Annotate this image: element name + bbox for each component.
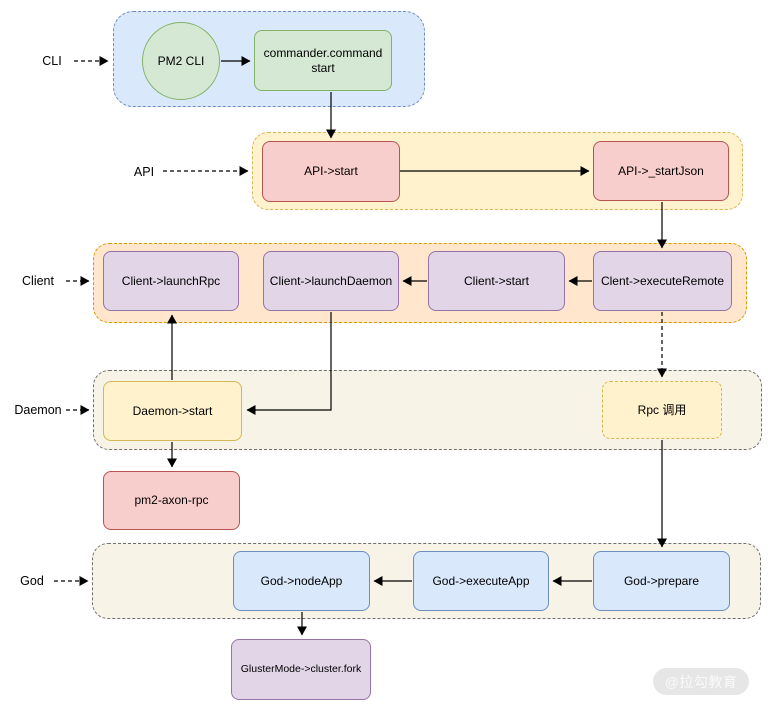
node-api-startjson: API->_startJson <box>593 141 729 201</box>
node-glustermode-cluster-fork: GlusterMode->cluster.fork <box>231 639 371 700</box>
lane-label-api: API <box>133 165 155 179</box>
node-client-launchrpc: Client->launchRpc <box>103 251 239 311</box>
node-god-prepare: God->prepare <box>593 551 730 611</box>
node-daemon-start: Daemon->start <box>103 381 242 441</box>
node-client-start: Client->start <box>428 251 565 311</box>
lane-label-daemon: Daemon <box>14 403 62 417</box>
node-rpc-call: Rpc 调用 <box>602 381 722 439</box>
node-commander-command-start: commander.command start <box>254 30 392 91</box>
node-god-nodeapp: God->nodeApp <box>233 551 370 611</box>
watermark-badge: @拉勾教育 <box>653 668 749 695</box>
lane-label-client: Client <box>22 274 54 288</box>
node-client-launchdaemon: Client->launchDaemon <box>263 251 399 311</box>
node-god-executeapp: God->executeApp <box>413 551 549 611</box>
lane-label-cli: CLI <box>42 54 62 68</box>
node-pm2-cli: PM2 CLI <box>142 22 220 100</box>
node-api-start: API->start <box>262 141 400 202</box>
lane-label-god: God <box>20 574 44 588</box>
node-pm2-axon-rpc: pm2-axon-rpc <box>103 471 240 530</box>
node-client-executeremote: Clent->executeRemote <box>593 251 732 311</box>
